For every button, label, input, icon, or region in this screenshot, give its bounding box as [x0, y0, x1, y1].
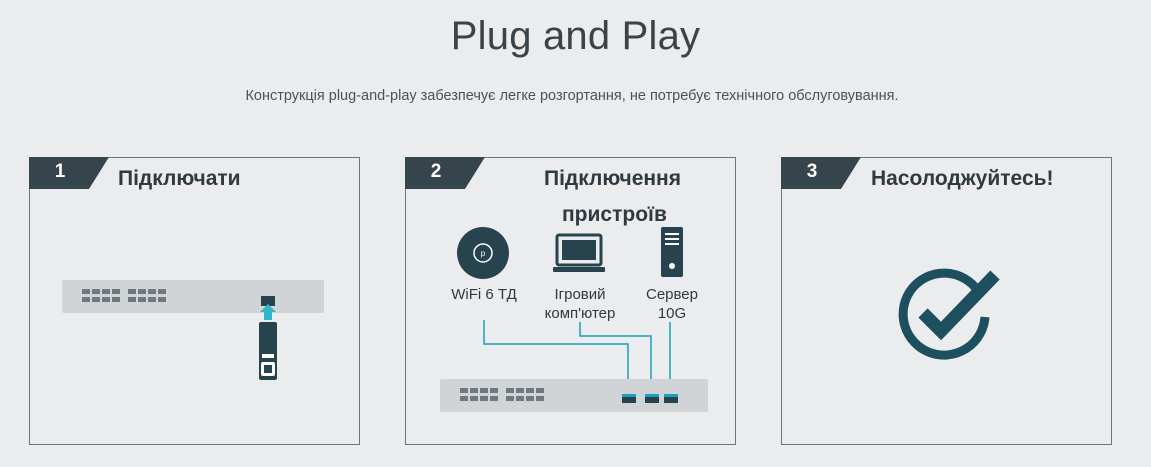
laptop-icon [553, 233, 605, 272]
step-badge-shape [781, 157, 861, 189]
sfp-module-icon [259, 304, 277, 380]
step-title: Насолоджуйтесь! [871, 167, 1054, 190]
server-icon [661, 227, 683, 277]
step-badge: 2 [405, 157, 485, 189]
device-label-server-line1: Сервер [645, 286, 698, 303]
step-badge: 3 [781, 157, 861, 189]
page-title: Plug and Play [450, 14, 701, 58]
step-number: 3 [806, 161, 818, 182]
device-label-laptop-line1: Ігровий [554, 286, 606, 303]
step-card-2: 2 Підключення пристроїв p WiFi 6 ТД Ігро… [405, 157, 736, 445]
svg-text:p: p [481, 249, 486, 258]
device-label-laptop-line2: комп'ютер [544, 305, 616, 322]
access-point-icon: p [457, 227, 509, 279]
device-label-server-line2: 10G [657, 305, 687, 322]
step-badge: 1 [29, 157, 109, 189]
switch-icon [62, 280, 324, 313]
checkmark-circle-icon [898, 268, 1000, 360]
step-title-line2: пристроїв [562, 203, 667, 226]
step-number: 1 [54, 161, 66, 182]
step-title-line1: Підключення [544, 167, 681, 190]
step-title: Підключати [118, 167, 241, 190]
switch-icon [440, 379, 708, 412]
page-subtitle: Конструкція plug-and-play забезпечує лег… [245, 88, 899, 104]
arrow-up-icon [260, 304, 276, 320]
device-label-wifi: WiFi 6 ТД [451, 286, 517, 303]
step-number: 2 [430, 161, 442, 182]
step-card-3: 3 Насолоджуйтесь! [781, 157, 1112, 445]
step-card-1: 1 Підключати [29, 157, 360, 445]
step-badge-shape [405, 157, 485, 189]
step-badge-shape [29, 157, 109, 189]
